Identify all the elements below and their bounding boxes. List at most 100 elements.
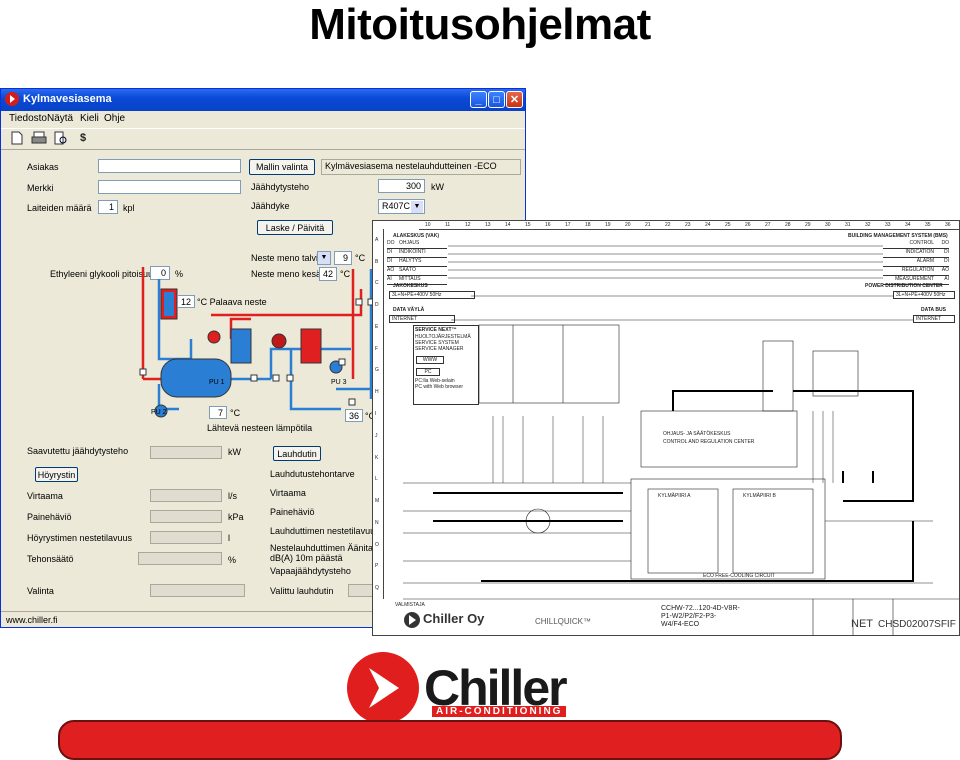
signal-code: AO [387, 267, 395, 273]
column-number: 15 [525, 222, 531, 228]
maximize-button[interactable]: □ [488, 91, 505, 108]
jaahdyke-select[interactable]: R407C ▼ [378, 199, 425, 214]
print-icon[interactable] [31, 131, 47, 146]
bms-label: BUILDING MANAGEMENT SYSTEM (BMS) [848, 233, 948, 239]
model-code-label-3: W4/F4-ECO [661, 621, 700, 628]
column-number: 10 [425, 222, 431, 228]
power-center-label: POWER DISTRIBUTION CENTER [865, 283, 943, 289]
signal-label: SÄÄTÖ [399, 267, 416, 273]
minimize-button[interactable]: _ [470, 91, 487, 108]
net-label: NET [851, 618, 873, 630]
service-next-label: SERVICE NEXT™ [415, 327, 457, 333]
neste-meno-talvi-input[interactable]: 9 [334, 251, 352, 265]
mallin-valinta-button[interactable]: Mallin valinta [249, 159, 315, 175]
chevron-down-icon[interactable]: ▼ [318, 252, 330, 264]
status-bar: www.chiller.fi [1, 611, 525, 627]
laiteiden-maara-input[interactable]: 1 [98, 200, 118, 214]
aanitaso-label: Nestelauhduttimen Äänitaso [270, 543, 383, 553]
merkki-label: Merkki [27, 183, 54, 193]
column-number: 19 [605, 222, 611, 228]
hoyrystin-nestetilavuus-unit: l [228, 533, 230, 543]
internet-right-box: INTERNET [913, 315, 955, 323]
new-file-icon[interactable] [9, 131, 25, 146]
tehonsaato-label: Tehonsäätö [27, 554, 74, 564]
menu-nayta[interactable]: Näytä [47, 113, 74, 124]
neste-meno-talvi-select[interactable]: ▼ [317, 251, 331, 265]
signal-label: INDIKOINTI [399, 249, 426, 255]
chevron-down-icon[interactable]: ▼ [411, 201, 423, 213]
wiring-diagram [403, 245, 959, 635]
window-title: Kylmavesiasema [23, 93, 112, 105]
merkki-input[interactable] [98, 180, 241, 194]
close-button[interactable]: ✕ [506, 91, 523, 108]
saavutettu-unit: kW [228, 447, 241, 457]
signal-code: DO [387, 240, 395, 246]
internet-left-box: INTERNET [389, 315, 455, 323]
row-letter: N [375, 519, 379, 526]
row-letter: L [375, 476, 378, 483]
row-letter: F [375, 345, 379, 352]
lahteva-input[interactable]: 7 [209, 406, 227, 419]
row-letter: D [375, 302, 379, 309]
huolto-label: HUOLTOJÄRJESTELMÄ [415, 334, 471, 340]
lauhdutusteho-label: Lauhdutustehontarve [270, 469, 355, 479]
row-letter: O [375, 541, 379, 548]
column-number: 25 [725, 222, 731, 228]
column-number: 17 [565, 222, 571, 228]
hoyrystin-button[interactable]: Höyrystin [35, 467, 78, 482]
neste-meno-talvi-label: Neste meno talvi [251, 253, 319, 263]
jaahdytysteho-input[interactable]: 300 [378, 179, 425, 193]
menu-tiedosto[interactable]: Tiedosto [9, 113, 47, 124]
laiteiden-maara-label: Laiteiden määrä [27, 203, 92, 213]
column-number: 11 [445, 222, 451, 228]
preview-icon[interactable] [53, 131, 69, 146]
valinta-output [150, 584, 245, 597]
signal-code: AI [944, 276, 949, 282]
t36-input[interactable]: 36 [345, 409, 363, 422]
column-number: 21 [645, 222, 651, 228]
painehavio-label: Painehäviö [27, 512, 72, 522]
signal-label: INDICATION [905, 249, 934, 255]
laske-paivita-button[interactable]: Laske / Päivitä [257, 220, 333, 235]
dollar-icon[interactable]: $ [79, 132, 87, 144]
pump-icon [207, 330, 221, 344]
title-bar[interactable]: Kylmavesiasema _ □ ✕ [1, 89, 525, 111]
asiakas-input[interactable] [98, 159, 241, 173]
column-number: 14 [505, 222, 511, 228]
drawing-number: CHSD02007SFIF [878, 619, 956, 630]
neste-meno-kesa-input[interactable]: 42 [319, 267, 337, 281]
chiller-logo-icon [345, 650, 421, 731]
hoyrystin-nestetilavuus-label: Höyrystimen nestetilavuus [27, 533, 133, 543]
palaava-input[interactable]: 12 [177, 295, 195, 308]
virtaama-unit: l/s [228, 491, 237, 501]
jaahdyke-label: Jäähdyke [251, 201, 290, 211]
service-system-label: SERVICE SYSTEM [415, 340, 459, 346]
menu-kieli[interactable]: Kieli [80, 113, 99, 124]
chiller-small-logo-icon [403, 611, 425, 629]
column-number: 12 [465, 222, 471, 228]
www-box: WWW [416, 356, 444, 364]
data-bus-label: DATA BUS [921, 307, 946, 313]
column-number: 34 [905, 222, 911, 228]
circuit-a-label: KYLMÄPIIRI A [658, 493, 691, 499]
signal-code: DI [944, 249, 949, 255]
lauhdutin-button[interactable]: Lauhdutin [273, 446, 321, 461]
left-signal-row: AO SÄÄTÖ [387, 267, 447, 276]
status-url[interactable]: www.chiller.fi [6, 615, 58, 625]
row-letter: M [375, 498, 380, 505]
piping-diagram [139, 267, 375, 418]
row-letter: E [375, 323, 379, 330]
virtaama-label: Virtaama [27, 491, 63, 501]
jaahdyke-value: R407C [382, 201, 411, 211]
lauhduttimen-nestetilavuus-label: Lauhduttimen nestetilavuus [270, 526, 380, 536]
menu-ohje[interactable]: Ohje [104, 113, 126, 124]
tank-icon [160, 358, 232, 398]
eco-label: ECO FREE-COOLING CIRCUIT [703, 573, 775, 579]
